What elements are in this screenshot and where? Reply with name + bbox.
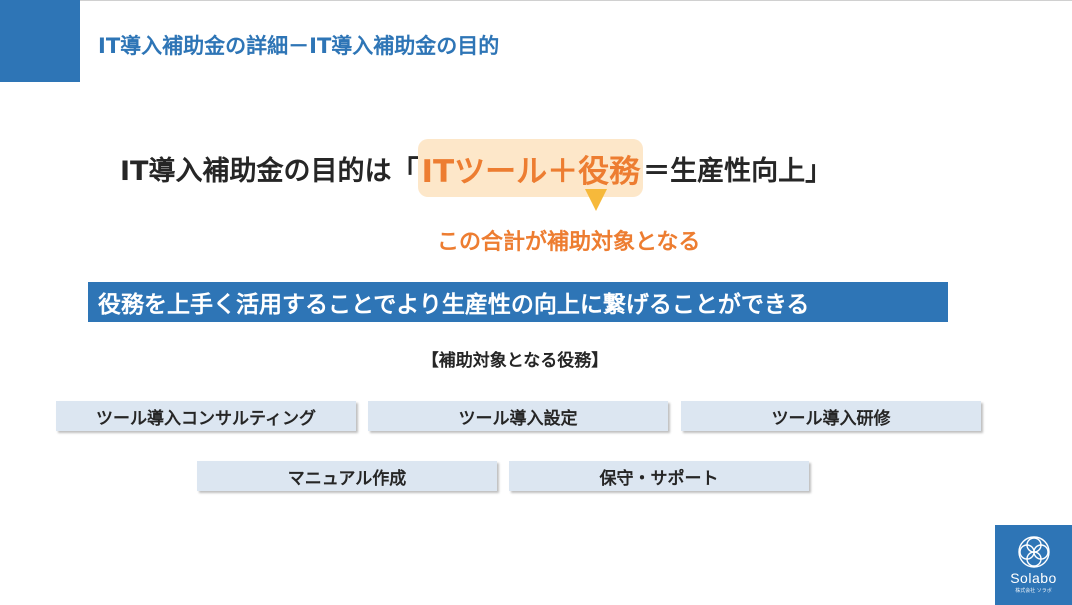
task-box-support: 保守・サポート <box>509 461 809 491</box>
logo-name: Solabo <box>1010 570 1057 586</box>
title-accent-block <box>0 0 80 82</box>
task-box-consulting: ツール導入コンサルティング <box>56 401 356 431</box>
flower-logo-icon <box>1017 536 1050 568</box>
tool-service-highlight: ITツール＋役務 <box>418 139 644 197</box>
task-box-manual: マニュアル作成 <box>197 461 497 491</box>
task-box-setup: ツール導入設定 <box>368 401 668 431</box>
close-bracket: 」 <box>805 155 833 187</box>
open-bracket: 「 <box>391 155 419 187</box>
headline-tail: ＝生産性向上 <box>643 155 806 187</box>
service-banner: 役務を上手く活用することでより生産性の向上に繋げることができる <box>88 282 948 322</box>
top-divider <box>80 0 1072 1</box>
headline-lead: IT導入補助金の目的は <box>120 155 392 187</box>
subsidy-note: この合計が補助対象となる <box>437 230 701 255</box>
company-logo: Solabo 株式会社 ソラボ <box>995 525 1072 605</box>
section-label: 【補助対象となる役務】 <box>421 351 609 371</box>
down-arrow-icon <box>585 189 607 211</box>
banner-text: 役務を上手く活用することでより生産性の向上に繋げることができる <box>98 292 810 318</box>
slide-title: IT導入補助金の詳細－IT導入補助金の目的 <box>98 34 500 58</box>
task-box-training: ツール導入研修 <box>681 401 981 431</box>
logo-subtext: 株式会社 ソラボ <box>1015 588 1052 594</box>
purpose-headline: IT導入補助金の目的は 「 ITツール＋役務 ＝生産性向上 」 <box>120 139 833 197</box>
